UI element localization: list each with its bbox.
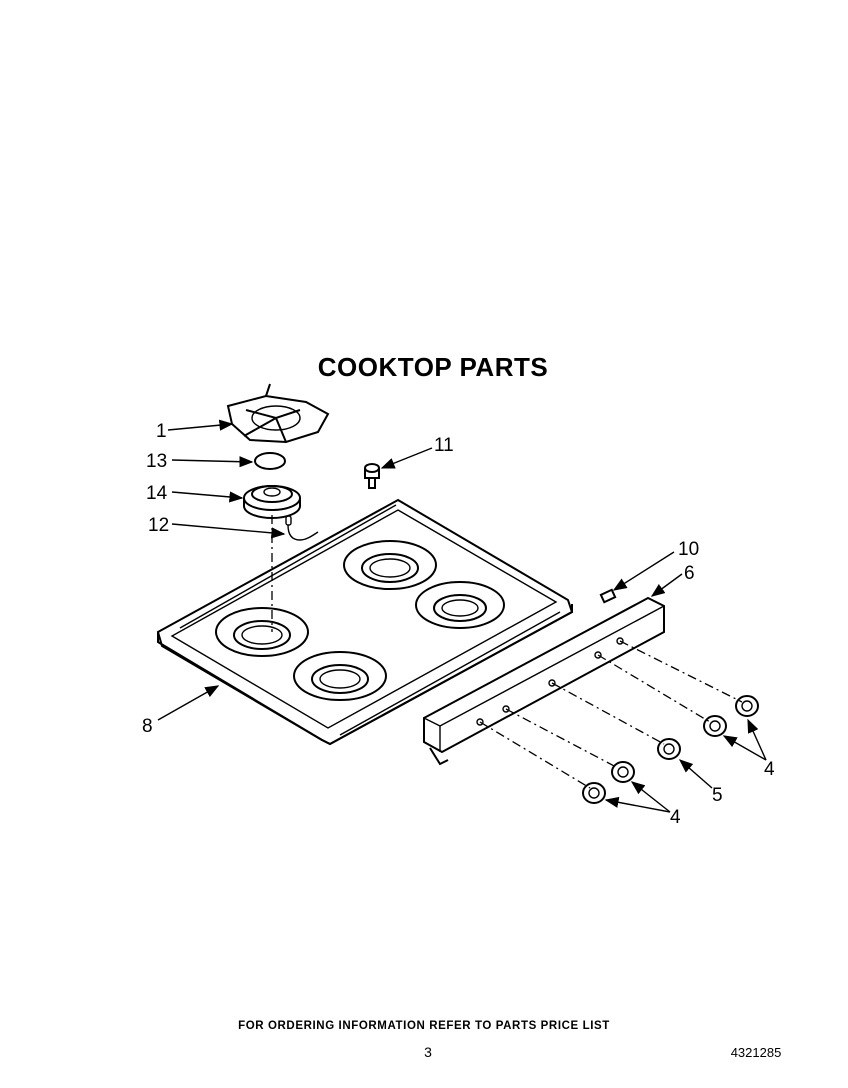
callout-8: 8 — [142, 716, 153, 737]
page-number: 3 — [424, 1044, 432, 1060]
burner-cap-part — [254, 452, 286, 470]
leader-line-4a-2 — [722, 735, 767, 761]
burner-grate-rear-right — [415, 581, 505, 629]
ordering-note: FOR ORDERING INFORMATION REFER TO PARTS … — [238, 1020, 610, 1032]
callout-4-right: 4 — [764, 759, 775, 780]
diagram-title: COOKTOP PARTS — [317, 352, 549, 382]
callout-12: 12 — [148, 515, 169, 536]
callout-11: 11 — [434, 435, 454, 456]
callout-10: 10 — [678, 539, 699, 560]
igniter-electrode-part — [285, 515, 319, 541]
alignment-line-knob-3 — [551, 682, 665, 745]
leader-line-14 — [171, 491, 244, 503]
control-knob-2 — [611, 761, 635, 783]
control-knob-5 — [735, 695, 759, 717]
callout-5: 5 — [712, 785, 723, 806]
leader-line-1 — [167, 419, 234, 431]
burner-base-part — [243, 485, 301, 519]
control-knob-4 — [703, 715, 727, 737]
alignment-line-knob-4 — [597, 654, 711, 723]
burner-grate-front-left — [215, 607, 309, 657]
control-knob-1 — [582, 782, 606, 804]
leader-line-5 — [678, 759, 713, 789]
leader-line-13 — [171, 456, 254, 468]
leader-line-4b-1 — [630, 781, 671, 813]
callout-14: 14 — [146, 483, 168, 504]
leader-line-10 — [612, 551, 675, 591]
valve-fitting-part — [364, 463, 380, 489]
document-number: 4321285 — [730, 1045, 782, 1060]
cooktop-main-top — [156, 498, 574, 746]
igniter-switch-part — [599, 588, 617, 604]
manifold-panel-part — [423, 596, 665, 766]
callout-6: 6 — [684, 563, 695, 584]
leader-line-4b-2 — [604, 796, 671, 813]
alignment-line-knob-2 — [505, 708, 619, 769]
control-knob-3 — [657, 738, 681, 760]
burner-grate-rear-left — [343, 540, 437, 590]
callout-4-left: 4 — [670, 807, 681, 828]
alignment-line-knob-1 — [479, 721, 591, 789]
burner-grate-front-right — [293, 651, 387, 701]
leader-line-6 — [650, 573, 683, 597]
leader-line-8 — [157, 685, 220, 721]
alignment-line-knob-5 — [619, 640, 743, 703]
leader-line-11 — [380, 447, 433, 469]
burner-grate-part — [226, 383, 330, 444]
callout-13: 13 — [146, 451, 167, 472]
callout-1: 1 — [156, 421, 167, 442]
leader-line-4a-1 — [747, 718, 767, 761]
leader-line-12 — [171, 523, 286, 539]
